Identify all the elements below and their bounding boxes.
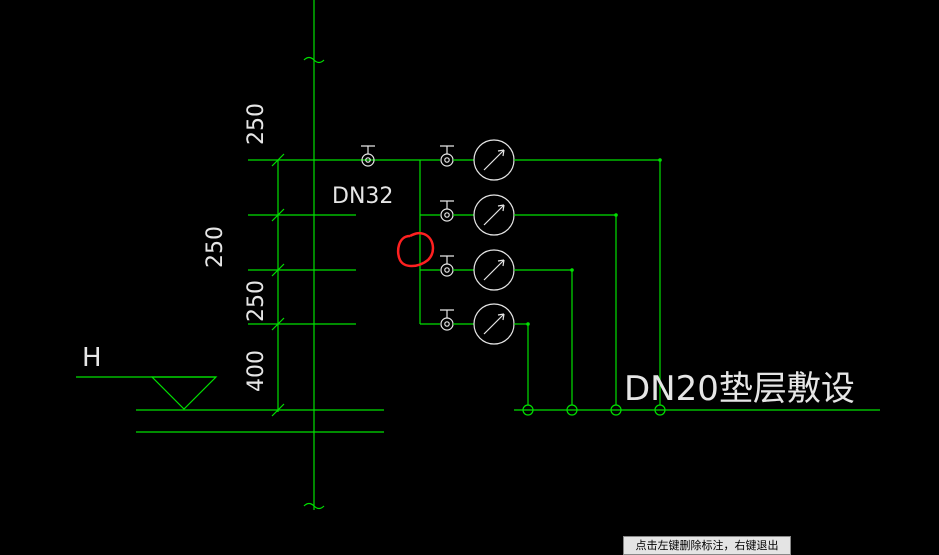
water-meter-arrow (497, 204, 505, 212)
dimension-text-2: 250 (203, 226, 228, 268)
water-meter-arrow (497, 149, 505, 157)
highlight-circle-mark[interactable] (396, 231, 435, 268)
dimension-text-4: 400 (244, 350, 269, 392)
branch-valve-icon (440, 263, 454, 277)
meter-branches (420, 139, 666, 416)
branch-valve-core (444, 212, 450, 218)
branch-valve-icon (440, 153, 454, 167)
branch-valve-stem (440, 309, 454, 318)
dimension-text-3: 250 (244, 280, 269, 322)
water-meter-needle (483, 149, 505, 171)
branch-valve-stem (440, 145, 454, 154)
branch-valve-icon (440, 208, 454, 222)
water-meter-arrow (497, 259, 505, 267)
water-meter-needle (483, 204, 505, 226)
branch-valve-core (444, 157, 450, 163)
water-meter-needle (483, 259, 505, 281)
branch-valve-core (444, 267, 450, 273)
main-valve-stem (361, 145, 375, 154)
level-triangle-icon (150, 376, 218, 410)
dimension-text-1: 250 (244, 103, 269, 145)
branch-label: DN20垫层敷设 (624, 369, 855, 409)
water-meter-arrow (497, 313, 505, 321)
branch-valve-core (444, 321, 450, 327)
branch-valve-icon (440, 317, 454, 331)
water-meter-needle (483, 313, 505, 335)
branch-valve-stem (440, 255, 454, 264)
main-valve-core (365, 157, 371, 163)
level-symbol-label: H (82, 343, 102, 373)
status-bar: 点击左键删除标注，右键退出 (623, 536, 791, 555)
branch-valve-stem (440, 200, 454, 209)
main-pipe-label: DN32 (332, 184, 393, 209)
